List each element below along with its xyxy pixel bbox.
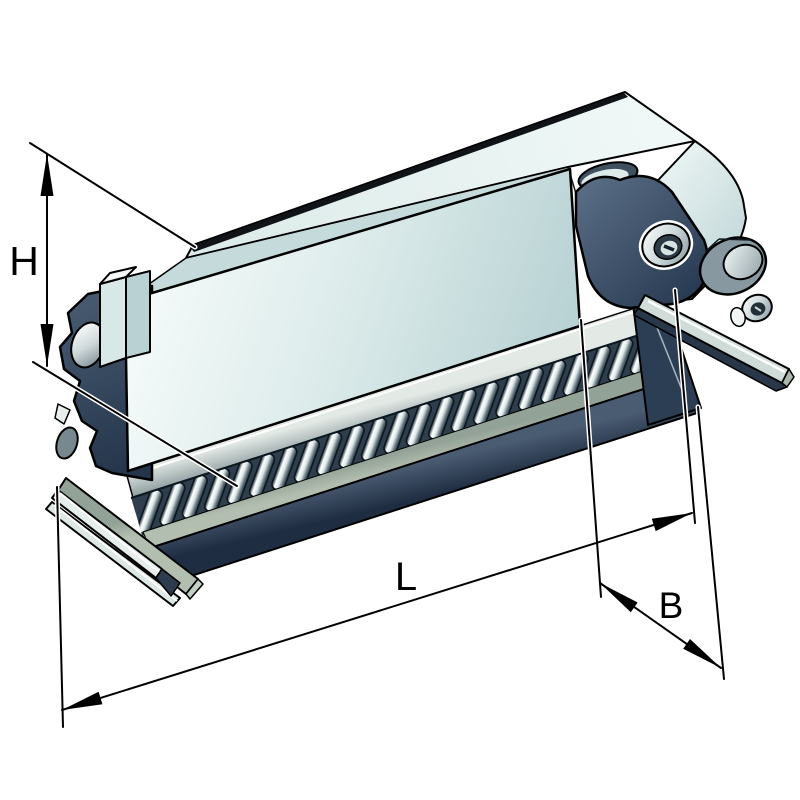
rail-tip-dark-left	[155, 568, 181, 597]
bevel-highlight-line	[127, 303, 659, 477]
dim-label-length: L	[395, 555, 417, 599]
dimension-arrowheads	[40, 154, 721, 710]
dimensioning: H L B	[9, 140, 727, 730]
socket-head-screw	[638, 220, 694, 270]
set-screw-slot	[754, 306, 762, 312]
rail-strip-left-2-highlight	[53, 504, 178, 602]
rail-strip-right-highlight	[647, 299, 786, 374]
hex-socket-slot	[663, 244, 675, 252]
small-set-screw	[740, 292, 774, 324]
extension-line-h-top	[29, 142, 196, 248]
dowel-hole-white	[730, 306, 746, 328]
extension-line-l-left	[56, 486, 64, 728]
rail-strip-left-2	[45, 501, 181, 607]
lube-fitting-hex	[698, 236, 768, 296]
pin-wedge-highlight	[54, 403, 71, 425]
extension-line-b-left	[580, 319, 602, 598]
arrow-h-down	[40, 324, 54, 366]
extension-lines	[27, 140, 727, 730]
arrow-l-left	[62, 691, 103, 710]
carriage-bands	[125, 299, 698, 586]
rail-tip-face-right	[781, 368, 795, 388]
tab-top-face	[99, 266, 137, 285]
dim-label-height: H	[9, 238, 39, 284]
extension-line-l-right	[674, 289, 696, 524]
arrow-b-right	[683, 639, 721, 668]
rail-tip-face-left	[185, 578, 204, 600]
arrow-b-left	[600, 583, 638, 613]
guideway-edge-left	[45, 477, 204, 607]
arrow-l-right	[651, 513, 692, 532]
dim-line-l	[61, 512, 693, 711]
hex-facet-lines	[704, 238, 752, 253]
top-plate-chamfer-strip	[190, 93, 628, 252]
dim-label-width: B	[659, 585, 684, 626]
end-seal-tab	[99, 266, 151, 368]
tab-front-face	[99, 276, 127, 368]
dimension-labels: H L B	[9, 238, 683, 626]
tab-side-face	[125, 270, 151, 359]
extension-line-h-bottom	[32, 361, 238, 487]
rail-strip-left-1-highlight	[59, 492, 160, 573]
arrow-h-up	[40, 154, 54, 196]
extension-line-b-right	[697, 406, 725, 680]
clamping-pin-small	[55, 426, 79, 460]
